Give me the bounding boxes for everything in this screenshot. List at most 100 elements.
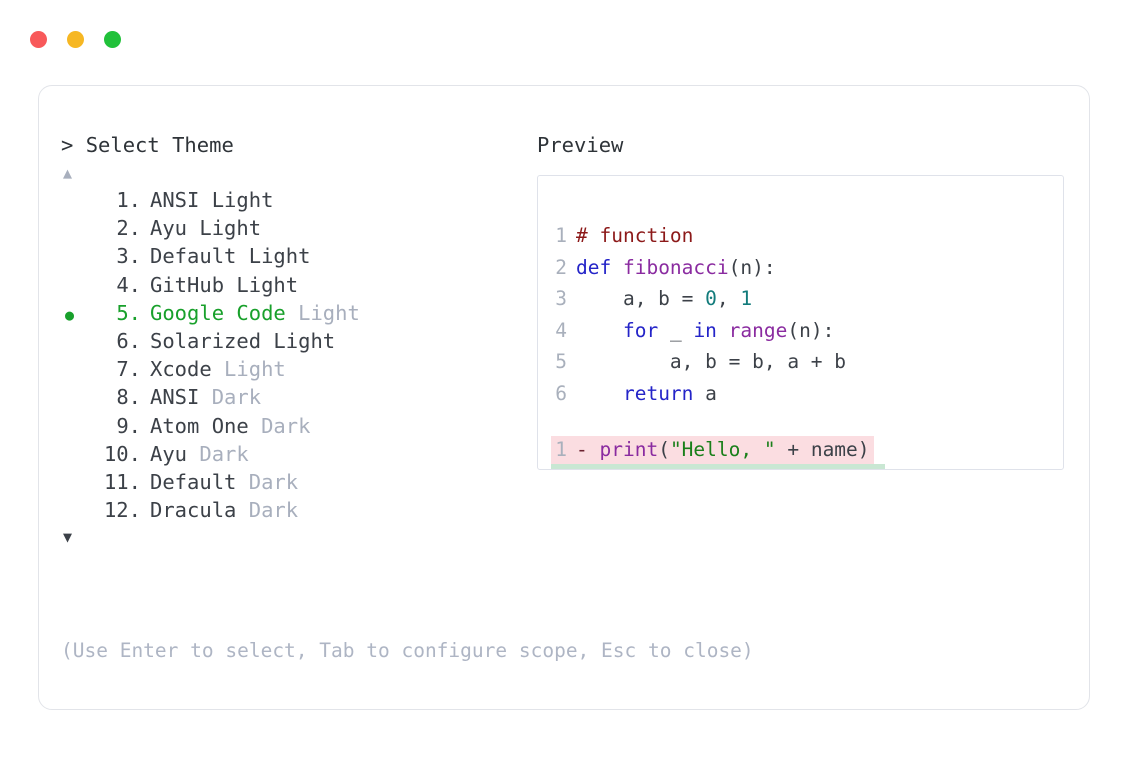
code-line: 3 a, b = 0, 1 — [551, 283, 752, 315]
theme-list-item[interactable]: 10. Ayu Dark — [61, 440, 531, 468]
code-token: a, b = b, a + b — [576, 350, 847, 373]
theme-variant: Light — [211, 357, 286, 382]
code-token: + name) — [775, 438, 870, 461]
diff-marker: + — [576, 466, 599, 469]
theme-variant: Dark — [187, 441, 249, 466]
theme-list-item[interactable]: 11. Default Dark — [61, 468, 531, 496]
line-number: 6 — [555, 381, 567, 405]
theme-list-item[interactable]: ●5.Google Code Light — [61, 299, 531, 327]
diff-removed-line: 1- print("Hello, " + name) — [551, 436, 874, 464]
code-token: (n): — [787, 318, 835, 342]
code-token — [717, 319, 729, 342]
scroll-up-arrow-icon[interactable]: ▲ — [63, 164, 73, 182]
theme-name: Google Code — [150, 300, 286, 325]
theme-list-item[interactable]: 12. Dracula Dark — [61, 496, 531, 524]
theme-list-item[interactable]: 2.Ayu Light — [61, 214, 531, 242]
code-token: 0 — [705, 287, 717, 310]
theme-index: 2. — [116, 216, 141, 241]
code-token: def — [576, 255, 623, 279]
code-token: f"Hello, — [670, 466, 776, 469]
close-window-button[interactable] — [30, 31, 47, 48]
line-number: 1 — [551, 464, 567, 469]
code-token: return — [622, 381, 694, 405]
line-number: 3 — [555, 287, 567, 310]
prompt-header: > Select Theme — [61, 130, 531, 160]
theme-index: 4. — [116, 272, 141, 297]
code-token: for — [622, 318, 659, 342]
theme-variant: Light — [199, 188, 274, 212]
line-number: 1 — [555, 224, 567, 247]
code-token: ( — [658, 438, 670, 461]
theme-index: 6. — [116, 328, 141, 353]
theme-index: 10. — [103, 441, 141, 466]
line-number: 1 — [555, 438, 567, 461]
minimize-window-button[interactable] — [67, 31, 84, 48]
theme-variant: Light — [224, 272, 299, 297]
scroll-down-arrow-icon[interactable]: ▼ — [63, 528, 73, 547]
code-token: , — [716, 287, 741, 310]
code-line: 4 for _ in range(n): — [551, 315, 834, 347]
code-line: 6 return a — [551, 378, 717, 410]
theme-variant: Dark — [199, 385, 262, 410]
diff-added-line: 1 + print(f"Hello, {name}!") — [551, 464, 886, 469]
theme-variant: Light — [285, 300, 360, 325]
theme-list-item[interactable]: 8.ANSI Dark — [61, 383, 531, 411]
line-number: 4 — [555, 318, 567, 342]
code-token: {name} — [776, 466, 846, 469]
keyboard-hint: (Use Enter to select, Tab to configure s… — [61, 639, 754, 662]
theme-index: 1. — [116, 188, 141, 212]
code-token: a — [693, 381, 717, 405]
theme-variant: Dark — [236, 498, 299, 523]
code-token: range — [728, 318, 788, 342]
maximize-window-button[interactable] — [104, 31, 121, 48]
theme-name: Dracula — [150, 498, 237, 523]
code-line: 5 a, b = b, a + b — [551, 346, 846, 378]
theme-name: Default — [150, 469, 237, 494]
theme-name: Xcode — [150, 357, 212, 382]
theme-list-item[interactable]: 4.GitHub Light — [61, 271, 531, 299]
theme-name: ANSI — [150, 188, 200, 212]
theme-list-item[interactable]: 9.Atom One Dark — [61, 412, 531, 440]
window-controls — [30, 31, 121, 48]
code-token: 1 — [740, 287, 753, 310]
theme-variant: Dark — [236, 469, 299, 494]
theme-list-item[interactable]: 1. ANSI Light — [61, 186, 531, 214]
theme-list-item[interactable]: 6.Solarized Light — [61, 327, 531, 355]
theme-variant: Light — [187, 216, 262, 241]
theme-index: 11. — [103, 469, 141, 494]
theme-list-item[interactable]: 7. Xcode Light — [61, 355, 531, 383]
theme-index: 12. — [103, 498, 141, 523]
theme-name: Ayu — [150, 441, 188, 466]
theme-index: 7. — [116, 357, 141, 382]
theme-index: 5. — [116, 300, 141, 325]
code-token: a, b = — [576, 287, 706, 310]
theme-variant: Light — [236, 244, 311, 269]
preview-column: Preview — [537, 130, 1077, 160]
theme-name: Default — [150, 244, 237, 269]
code-token: in — [693, 318, 717, 342]
theme-variant: Light — [261, 328, 336, 353]
page-title: Select Theme — [85, 133, 234, 157]
code-gap — [551, 409, 1051, 436]
code-token: ( — [658, 466, 670, 469]
diff-marker: - — [576, 438, 600, 461]
code-token: ) — [870, 466, 882, 469]
theme-list-item[interactable]: 3.Default Light — [61, 242, 531, 270]
code-token: print — [599, 466, 658, 469]
code-line: 2 def fibonacci(n): — [551, 252, 776, 284]
line-number: 2 — [555, 255, 567, 279]
code-token: !" — [846, 466, 869, 469]
prompt-caret-icon: > — [61, 133, 74, 157]
code-token — [576, 382, 623, 405]
code-token: fibonacci — [622, 255, 729, 279]
line-number: 5 — [555, 350, 567, 373]
theme-index: 8. — [116, 385, 141, 410]
code-token: (n): — [728, 255, 776, 279]
theme-index: 9. — [116, 413, 141, 438]
preview-label: Preview — [537, 133, 624, 157]
code-token: print — [599, 438, 659, 461]
code-line: 1# function — [551, 220, 693, 252]
